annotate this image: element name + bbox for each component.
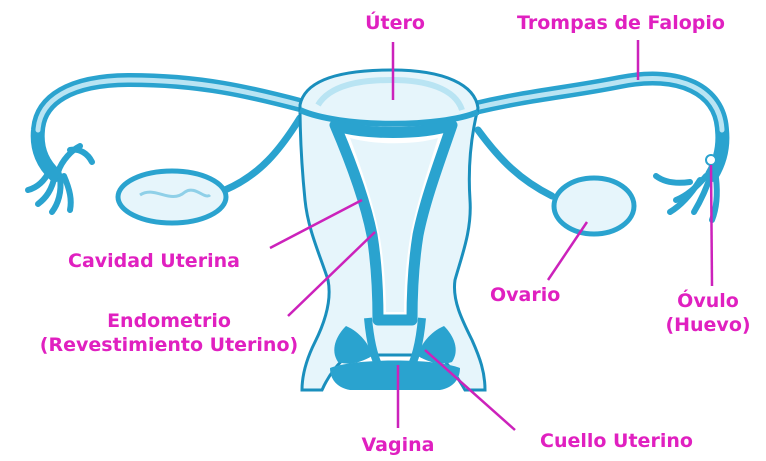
right-ovary bbox=[554, 178, 634, 234]
label-ovulo: Óvulo bbox=[652, 290, 764, 312]
right-fallopian-tube bbox=[475, 79, 722, 175]
right-fimbriae bbox=[656, 172, 717, 220]
label-huevo: (Huevo) bbox=[652, 314, 764, 336]
label-trompas-de-falopio: Trompas de Falopio bbox=[517, 12, 725, 34]
left-ovarian-ligament bbox=[225, 118, 300, 190]
leader-ovario bbox=[548, 222, 587, 280]
label-vagina: Vagina bbox=[340, 434, 456, 456]
leader-ovulo bbox=[711, 165, 712, 286]
label-endometrio: Endometrio bbox=[20, 310, 318, 332]
label-cavidad-uterina: Cavidad Uterina bbox=[68, 250, 240, 272]
label-utero: Útero bbox=[345, 12, 445, 34]
ovum-egg bbox=[706, 155, 716, 165]
label-revestimiento-uterino: (Revestimiento Uterino) bbox=[20, 334, 318, 356]
right-ovarian-ligament bbox=[478, 130, 552, 196]
label-ovario: Ovario bbox=[490, 284, 560, 306]
label-cuello-uterino: Cuello Uterino bbox=[540, 430, 693, 452]
